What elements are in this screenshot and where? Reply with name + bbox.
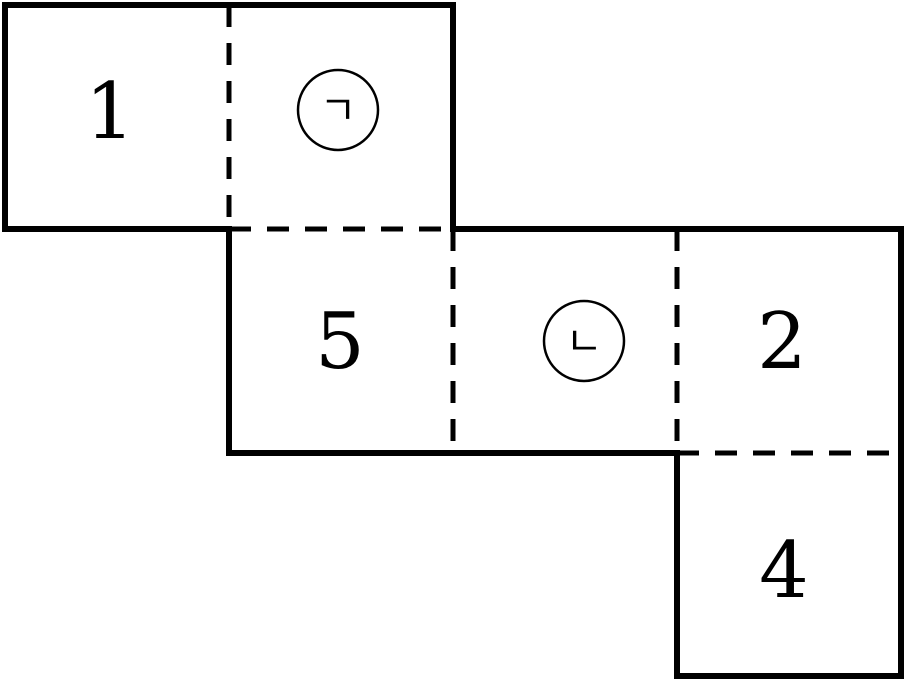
face-label-2: 2: [757, 297, 807, 387]
face-label-4: 4: [759, 526, 809, 616]
label-circle-b: [542, 299, 626, 383]
label-circle-a: [296, 68, 380, 152]
face-label-1: 1: [85, 67, 135, 157]
face-label-marked-b: ㄴ: [566, 319, 603, 365]
face-marked-a: ㄱ: [296, 68, 380, 152]
face-label-5: 5: [315, 297, 365, 387]
face-marked-b: ㄴ: [542, 299, 626, 383]
face-label-marked-a: ㄱ: [320, 88, 357, 134]
